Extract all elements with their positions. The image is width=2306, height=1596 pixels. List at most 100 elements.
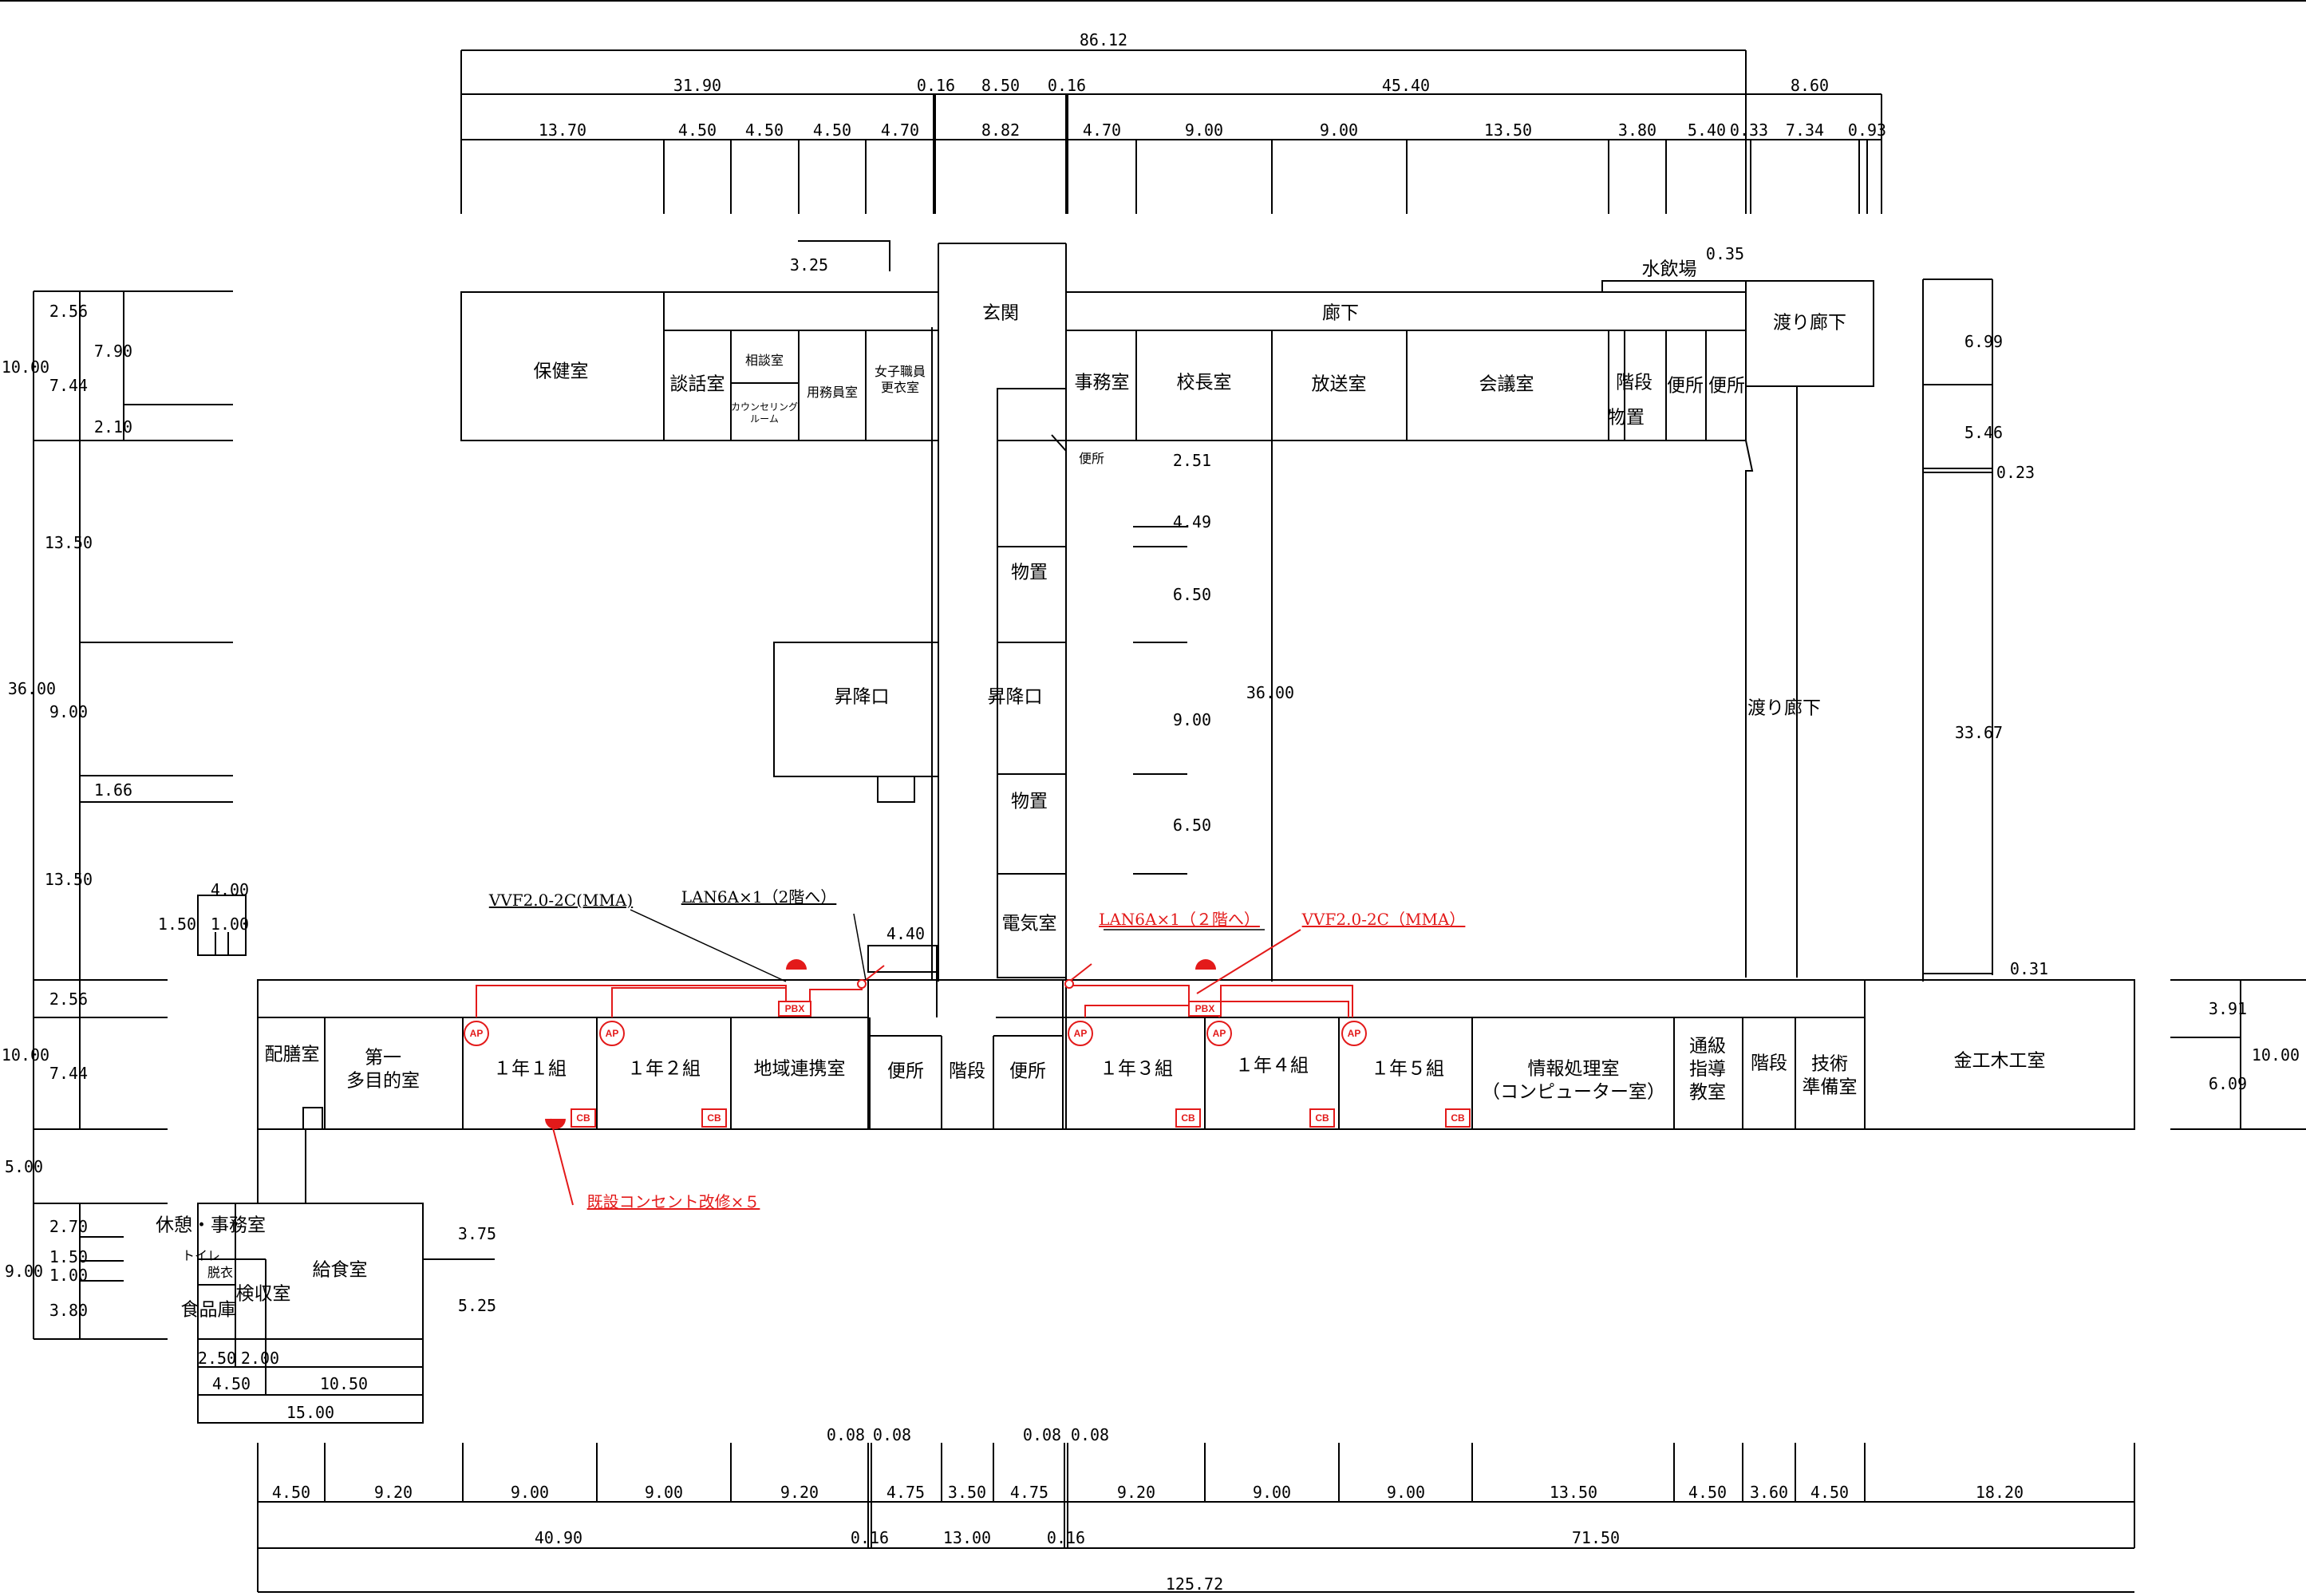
room-shoko1: 昇降口: [834, 686, 890, 708]
dim-left: 1.50: [49, 1247, 89, 1266]
room-1-1[interactable]: １年１組: [493, 1058, 567, 1080]
dim-bottom-seg: 3.60: [1749, 1483, 1789, 1502]
dim-left: 1.50: [157, 915, 197, 934]
room-1-5[interactable]: １年５組: [1371, 1058, 1444, 1080]
dim-bottom-gap: 0.08: [826, 1425, 866, 1444]
room-yomuin: 用務員室: [806, 385, 859, 400]
room-benjo-s1: 便所: [887, 1061, 924, 1082]
room-shokuhin: 食品庫: [180, 1299, 236, 1321]
dim-bottom-seg: 4.75: [1009, 1483, 1049, 1502]
cb-symbol: CB: [576, 1112, 590, 1124]
dim-bottom-seg: 9.20: [373, 1483, 413, 1502]
dim-center: 9.00: [1172, 710, 1212, 729]
dim-top-seg: 4.50: [812, 120, 852, 140]
pbx-symbol: PBX: [784, 1003, 805, 1014]
dim-center: 2.51: [1172, 451, 1212, 470]
dim-bottom-seg: 18.20: [1975, 1483, 2024, 1502]
room-counseling: カウンセリング ルーム: [730, 401, 799, 425]
room-kaigi: 会議室: [1479, 373, 1534, 395]
room-haizen: 配膳室: [264, 1044, 320, 1065]
dim-top-far: 8.60: [1790, 76, 1830, 95]
dim-bottom-left: 40.90: [534, 1528, 583, 1547]
dim-bottom-seg: 4.50: [1688, 1483, 1728, 1502]
dim-bottom-seg: 3.50: [947, 1483, 987, 1502]
room-toilet: トイレ: [181, 1248, 221, 1263]
dim-top-seg: 8.82: [981, 120, 1021, 140]
room-kaidan-n: 階段: [1616, 372, 1653, 393]
dim-left: 2.56: [49, 990, 89, 1009]
room-1-2[interactable]: １年２組: [627, 1058, 701, 1080]
room-hoso: 放送室: [1311, 373, 1367, 395]
cb-symbol: CB: [1451, 1112, 1465, 1124]
room-1-3[interactable]: １年３組: [1100, 1058, 1173, 1080]
dim-top-gap1: 0.16: [916, 76, 956, 95]
dim-left: 36.00: [7, 679, 57, 698]
dim-bottom-gap: 0.08: [872, 1425, 912, 1444]
dim-bottom-total: 125.72: [1165, 1574, 1224, 1594]
room-danwa: 談話室: [669, 373, 725, 395]
room-1-4[interactable]: １年４組: [1235, 1055, 1309, 1077]
dim-left: 13.50: [44, 870, 93, 889]
dim-bottom-seg: 9.00: [1252, 1483, 1292, 1502]
dim-kitchen: 2.00: [240, 1349, 280, 1368]
dim-left: 5.00: [4, 1157, 44, 1176]
cb-symbol: CB: [707, 1112, 721, 1124]
dim-left: 1.00: [210, 915, 250, 934]
dim-right: 5.46: [1964, 423, 2004, 442]
dim-bottom-seg: 9.20: [1116, 1483, 1156, 1502]
room-benjo-n2: 便所: [1708, 375, 1745, 397]
dim-kitchen: 3.75: [457, 1224, 497, 1243]
note-vvf-left: VVF2.0-2C(MMA): [488, 891, 634, 910]
dim-left: 2.56: [49, 302, 89, 321]
room-genkan: 玄関: [982, 302, 1019, 324]
dim-center: 6.50: [1172, 585, 1212, 604]
dim-left: 1.66: [93, 780, 133, 800]
room-tsukyu: 通級 指導 教室: [1689, 1035, 1726, 1103]
dim-kitchen: 15.00: [286, 1403, 335, 1422]
dim-top-seg: 0.33: [1729, 120, 1769, 140]
dim-center: 0.35: [1705, 244, 1745, 263]
dim-center: 3.25: [789, 255, 829, 275]
room-watari2: 渡り廊下: [1747, 697, 1821, 719]
dim-center: 4.40: [886, 924, 926, 943]
room-kyukei: 休憩・事務室: [156, 1215, 266, 1236]
room-kyushoku: 給食室: [312, 1259, 368, 1281]
leader-lines: [630, 909, 1265, 982]
dim-top-seg: 13.50: [1483, 120, 1533, 140]
dim-right: 0.31: [2009, 959, 2049, 978]
note-outlet: 既設コンセント改修×５: [586, 1192, 760, 1211]
dim-left: 3.80: [49, 1301, 89, 1320]
room-daiichi: 第一 多目的室: [346, 1047, 420, 1091]
dim-kitchen: 5.25: [457, 1296, 497, 1315]
dim-right: 33.67: [1954, 723, 2004, 742]
room-monooki2: 物置: [1011, 791, 1048, 812]
dim-top-seg: 9.00: [1184, 120, 1224, 140]
dim-left: 7.44: [49, 1064, 89, 1083]
room-hokenshitsu: 保健室: [533, 361, 589, 382]
dim-left: 10.00: [1, 358, 50, 377]
dim-center: 4.49: [1172, 512, 1212, 531]
dim-bottom-gap2: 0.16: [1046, 1528, 1086, 1547]
dim-top-seg: 5.40: [1687, 120, 1727, 140]
dim-kitchen: 4.50: [211, 1374, 251, 1393]
dim-left: 9.00: [4, 1262, 44, 1281]
wiring: [476, 929, 1353, 1206]
dim-bottom-right: 71.50: [1571, 1528, 1621, 1547]
dim-kitchen: 10.50: [319, 1374, 369, 1393]
room-mizu: 水飲場: [1641, 259, 1697, 280]
dim-kitchen: 2.50: [197, 1349, 237, 1368]
outlet-marks: [545, 959, 1216, 1129]
ap-symbol: AP: [605, 1028, 619, 1039]
dim-bottom-seg: 4.50: [1810, 1483, 1850, 1502]
room-gijutsu: 技術 準備室: [1802, 1053, 1858, 1097]
room-kinko: 金工木工室: [1953, 1050, 2046, 1072]
dim-top-gap2: 0.16: [1047, 76, 1087, 95]
cb-symbol: CB: [1315, 1112, 1329, 1124]
dim-bottom-seg: 4.50: [271, 1483, 311, 1502]
note-lan-right: LAN6A×1（２階へ）: [1099, 910, 1260, 929]
room-sodan: 相談室: [744, 353, 784, 368]
dim-top-seg: 4.50: [744, 120, 784, 140]
dim-right: 6.99: [1964, 332, 2004, 351]
dim-bottom-seg: 4.75: [886, 1483, 926, 1502]
room-benjo-s2: 便所: [1009, 1061, 1046, 1082]
